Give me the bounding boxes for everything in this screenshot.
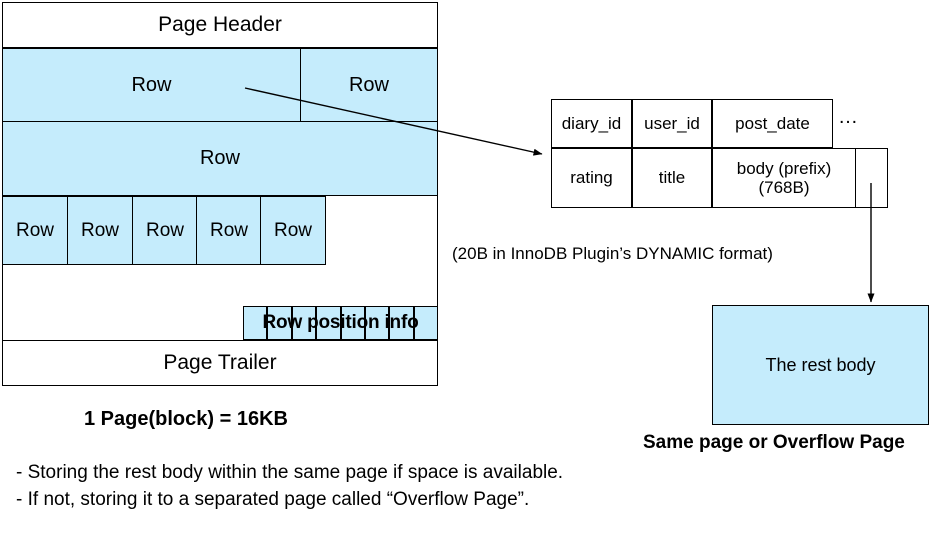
row-position-info-cell: [291, 306, 317, 340]
record-field-post-date: post_date: [712, 99, 833, 148]
page-row-box-3: Row: [2, 121, 438, 196]
page-row-box-2: Row: [300, 48, 438, 122]
row-position-info-cell: [389, 306, 414, 340]
row-position-info-cell: [364, 306, 390, 340]
page-small-row-5: Row: [260, 196, 326, 265]
row-position-info-cell: [340, 306, 365, 340]
row-position-info-label: Row position info: [262, 312, 419, 333]
row-position-info-cell: [243, 306, 268, 340]
overflow-rest-body-box: The rest body: [712, 305, 929, 425]
record-field-title: title: [632, 148, 712, 208]
page-small-row-2: Row: [67, 196, 133, 265]
note-line-1: - Storing the rest body within the same …: [16, 462, 564, 483]
page-small-row-4: Row: [196, 196, 262, 265]
overflow-page-caption: Same page or Overflow Page: [643, 432, 905, 453]
page-small-row-1: Row: [2, 196, 68, 265]
page-header-box: Page Header: [2, 2, 438, 48]
record-body-prefix-line1: body (prefix): [736, 158, 832, 178]
page-trailer-box: Page Trailer: [2, 340, 438, 386]
record-field-diary-id: diary_id: [551, 99, 632, 148]
record-field-rating: rating: [551, 148, 632, 208]
record-field-overflow-pointer: [855, 148, 888, 208]
note-line-2: - If not, storing it to a separated page…: [16, 489, 530, 510]
record-field-body-prefix: body (prefix) (768B): [712, 148, 856, 208]
record-body-prefix-line2: (768B): [758, 178, 810, 197]
row-position-info-cell: [267, 306, 292, 340]
record-fields-ellipsis: …: [838, 106, 858, 128]
record-field-user-id: user_id: [632, 99, 712, 148]
page-size-caption: 1 Page(block) = 16KB: [84, 408, 288, 430]
page-row-box-1: Row: [2, 48, 301, 122]
dynamic-format-note: (20B in InnoDB Plugin’s DYNAMIC format): [452, 244, 773, 263]
row-position-info-cell: [413, 306, 438, 340]
row-position-info-cell: [316, 306, 341, 340]
page-small-row-3: Row: [132, 196, 198, 265]
